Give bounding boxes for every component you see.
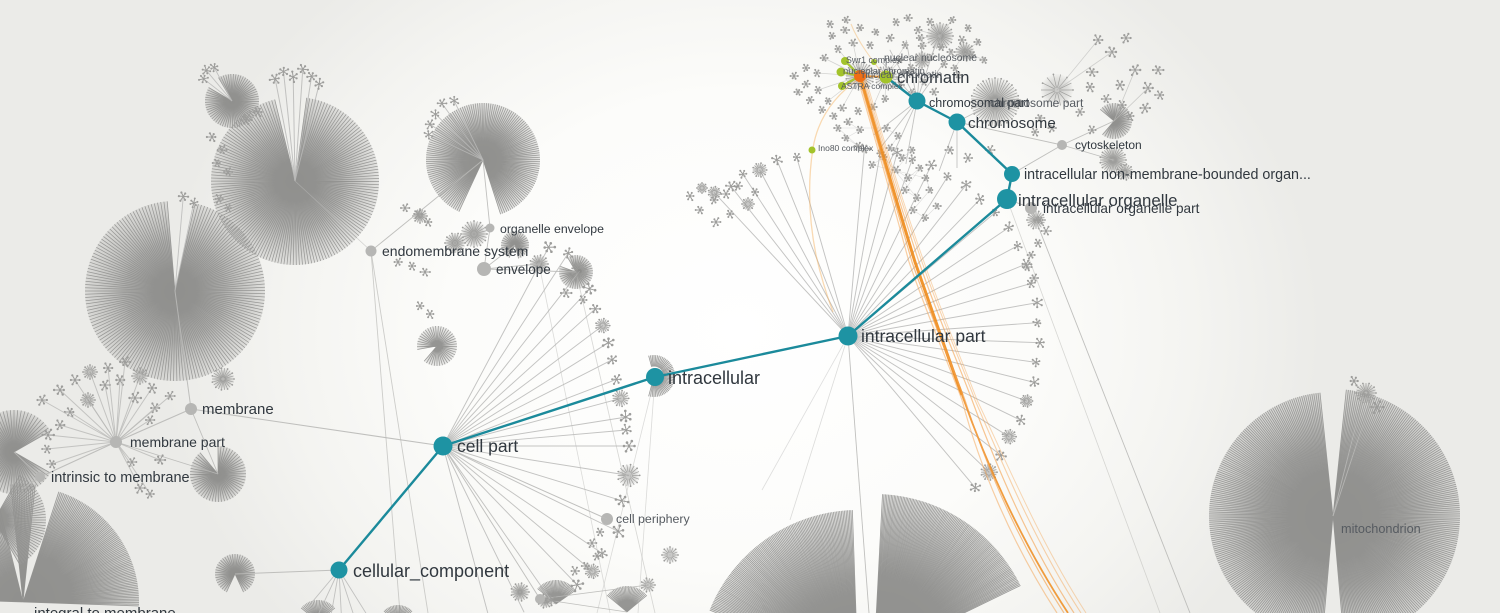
svg-text:endomembrane system: endomembrane system: [382, 243, 528, 259]
svg-text:Ino80 complex: Ino80 complex: [818, 143, 874, 153]
svg-text:nucleolar chromatin: nucleolar chromatin: [843, 65, 925, 76]
svg-text:ASTRA complex: ASTRA complex: [841, 81, 904, 91]
svg-text:intrinsic to membrane: intrinsic to membrane: [51, 470, 190, 486]
svg-text:cell periphery: cell periphery: [616, 512, 690, 526]
svg-text:integral to membrane: integral to membrane: [34, 605, 176, 613]
svg-text:intracellular: intracellular: [668, 368, 760, 388]
svg-text:chromosome part: chromosome part: [990, 96, 1084, 110]
svg-text:organelle envelope: organelle envelope: [500, 222, 604, 236]
svg-text:intracellular organelle part: intracellular organelle part: [1043, 201, 1200, 216]
svg-text:intracellular non-membrane-bou: intracellular non-membrane-bounded organ…: [1024, 167, 1311, 183]
svg-text:intracellular organelle: intracellular organelle: [1018, 191, 1178, 210]
svg-text:cellular_component: cellular_component: [353, 561, 509, 582]
svg-text:chromosome: chromosome: [968, 115, 1056, 132]
svg-text:mitochondrion: mitochondrion: [1341, 522, 1421, 536]
svg-text:cell part: cell part: [457, 436, 518, 456]
svg-text:membrane part: membrane part: [130, 434, 225, 450]
svg-text:chromatin: chromatin: [897, 69, 969, 87]
svg-text:nuclear chromatin: nuclear chromatin: [862, 70, 942, 81]
svg-text:cytoskeleton: cytoskeleton: [1075, 138, 1142, 152]
svg-text:envelope: envelope: [496, 262, 551, 277]
svg-text:nuclear nucleosome: nuclear nucleosome: [884, 53, 977, 64]
svg-text:chromosomal part: chromosomal part: [929, 96, 1030, 110]
svg-text:intracellular part: intracellular part: [861, 326, 986, 346]
svg-text:membrane: membrane: [202, 401, 274, 418]
svg-text:Swr1 complex: Swr1 complex: [846, 55, 902, 65]
